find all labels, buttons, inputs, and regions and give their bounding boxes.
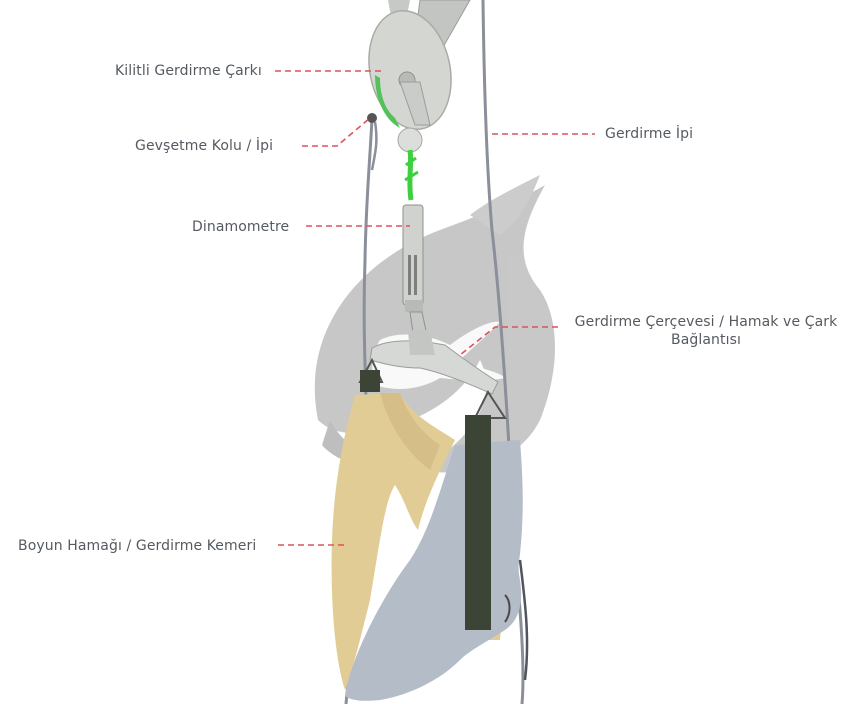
label-frame: Gerdirme Çerçevesi / Hamak ve Çark Bağla…: [566, 313, 846, 349]
dynamometer-icon: [402, 204, 429, 341]
label-ratchet: Kilitli Gerdirme Çarkı: [115, 63, 262, 79]
hammock-strap: [465, 415, 491, 630]
label-frame-line1: Gerdirme Çerçevesi / Hamak ve Çark: [574, 314, 838, 330]
leader-lines: [275, 70, 595, 546]
spreader-frame-icon: [369, 330, 499, 395]
tension-cord: [481, 0, 525, 704]
label-dynamometer: Dinamometre: [192, 219, 290, 235]
label-hammock: Boyun Hamağı / Gerdirme Kemeri: [18, 538, 257, 554]
label-tension-cord: Gerdirme İpi: [605, 126, 694, 142]
ratchet-pulley-icon: [367, 0, 471, 153]
green-strap: [407, 149, 414, 201]
hammock-inner: [331, 393, 455, 690]
label-release-lever: Gevşetme Kolu / İpi: [135, 138, 274, 154]
label-frame-line2: Bağlantısı: [671, 332, 741, 348]
